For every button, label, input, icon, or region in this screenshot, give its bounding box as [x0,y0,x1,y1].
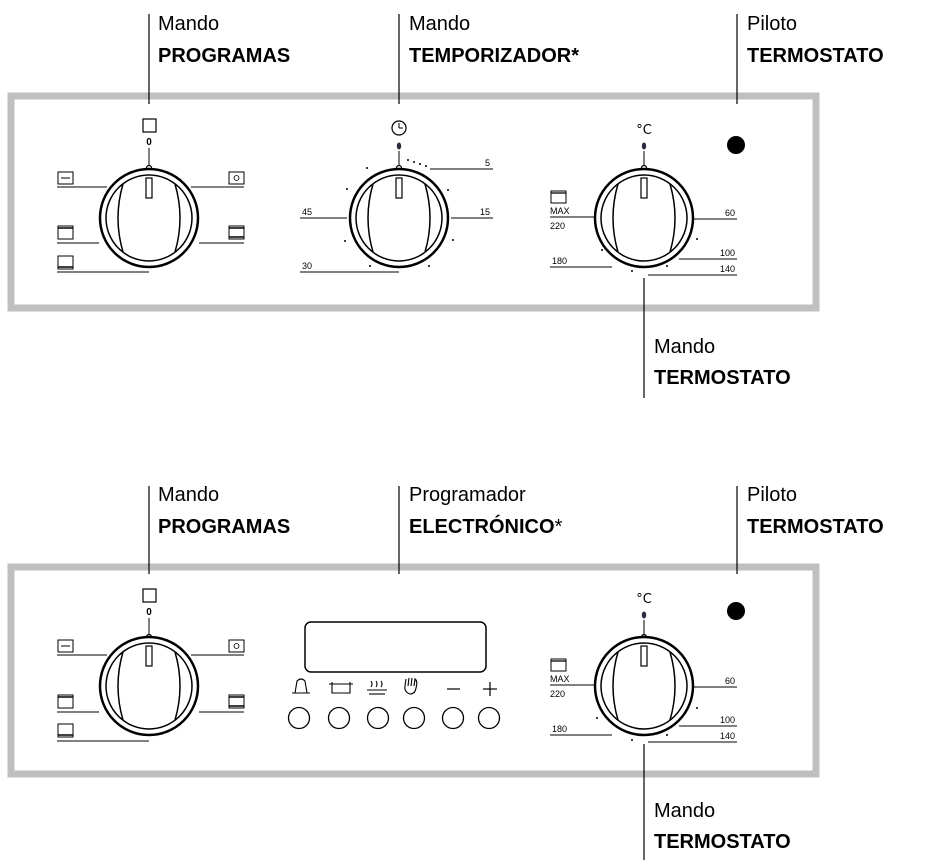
thermo-label-60: 60 [725,208,735,218]
top-heat-icon [57,694,74,709]
callout-line2: PROGRAMAS [158,516,290,538]
manual-hand-icon [404,677,418,695]
timer-knob[interactable]: 5 15 30 45 [300,120,493,273]
top-bottom-heat-icon [228,694,245,709]
top-callout-temporizador: Mando TEMPORIZADOR* [398,13,579,104]
thermo-label-max: MAX [550,206,570,216]
callout-line1: Mando [158,484,219,506]
bottom-callout-piloto: Piloto TERMOSTATO [736,484,884,574]
bottom-callout-programador: Programador ELECTRÓNICO* [398,484,563,574]
top-panel: Mando PROGRAMAS Mando TEMPORIZADOR* Pilo… [7,13,884,398]
callout-line1: Piloto [747,484,797,506]
timer-label-45: 45 [302,207,312,217]
bottom-callout-programas: Mando PROGRAMAS [148,484,290,574]
thermostat-knob[interactable]: °C MAX 220 180 60 100 [550,592,737,743]
fan-oven-icon [57,171,74,185]
pilot-lamp [727,136,745,154]
bottom-heat-icon [57,255,74,270]
programas-knob[interactable]: 0 [57,118,245,273]
electronic-programmer [287,621,501,730]
timer-label-5: 5 [485,158,490,168]
callout-asterisk: * [555,516,563,538]
callout-line1: Mando [158,13,219,35]
top-panel-frame [7,92,820,312]
thermo-label-140: 140 [720,264,735,274]
manual-button[interactable] [402,706,426,730]
top-heat-icon [57,225,74,240]
knob-pointer [145,177,153,199]
off-square-icon [142,118,157,133]
celsius-unit: °C [636,592,652,607]
thermo-label-100: 100 [720,715,735,725]
top-callout-piloto: Piloto TERMOSTATO [736,13,884,104]
bottom-callout-termostato: Mando TERMOSTATO [643,744,791,860]
top-bottom-heat-icon [228,225,245,240]
programas-knob[interactable]: 0 [57,588,245,742]
thermo-label-180: 180 [552,724,567,734]
fan-oven-icon [57,639,74,653]
oven-light-icon [228,639,245,653]
callout-line1: Mando [654,800,715,822]
max-grill-icon [550,658,567,672]
callout-line1: Piloto [747,13,797,35]
thermo-label-60: 60 [725,676,735,686]
zero-marker: 0 [146,137,152,148]
plus-button[interactable] [477,706,501,730]
timer-label-30: 30 [302,261,312,271]
callout-line2: TERMOSTATO [747,45,884,67]
callout-line1: Programador [409,484,526,506]
celsius-unit: °C [636,123,652,138]
cook-time-button[interactable] [327,706,351,730]
programmer-display [304,621,487,673]
thermo-label-100: 100 [720,248,735,258]
bell-icon [292,678,310,694]
end-time-icon [367,680,387,695]
callout-line2: TERMOSTATO [747,516,884,538]
zero-marker: 0 [146,607,152,618]
thermostat-knob[interactable]: °C MAX 220 180 60 [550,123,737,276]
callout-line1: Mando [654,336,715,358]
knob-pointer [395,177,403,199]
knob-pointer [640,177,648,199]
knob-pointer [640,645,648,667]
bottom-panel-frame [7,563,820,778]
oven-light-icon [228,171,245,185]
clock-icon [391,120,407,136]
knob-pointer [145,645,153,667]
pilot-lamp [727,602,745,620]
bell-button[interactable] [287,706,311,730]
thermo-label-max: MAX [550,674,570,684]
thermo-label-140: 140 [720,731,735,741]
timer-label-15: 15 [480,207,490,217]
callout-line2: TEMPORIZADOR* [409,45,579,67]
callout-line2: PROGRAMAS [158,45,290,67]
callout-line2: ELECTRÓNICO* [409,514,563,538]
minus-button[interactable] [441,706,465,730]
bottom-panel: Mando PROGRAMAS Programador ELECTRÓNICO*… [7,484,884,860]
thermo-label-180: 180 [552,256,567,266]
plus-icon [483,682,497,696]
thermo-label-220: 220 [550,221,565,231]
cook-time-icon [329,682,353,694]
end-time-button[interactable] [366,706,390,730]
callout-line2-main: ELECTRÓNICO [409,514,555,538]
thermo-label-220: 220 [550,689,565,699]
top-callout-programas: Mando PROGRAMAS [148,13,290,104]
max-grill-icon [550,190,567,204]
top-callout-termostato: Mando TERMOSTATO [643,278,791,398]
bottom-heat-icon [57,723,74,738]
callout-line1: Mando [409,13,470,35]
callout-line2: TERMOSTATO [654,831,791,853]
off-square-icon [142,588,157,603]
callout-line2: TERMOSTATO [654,367,791,389]
